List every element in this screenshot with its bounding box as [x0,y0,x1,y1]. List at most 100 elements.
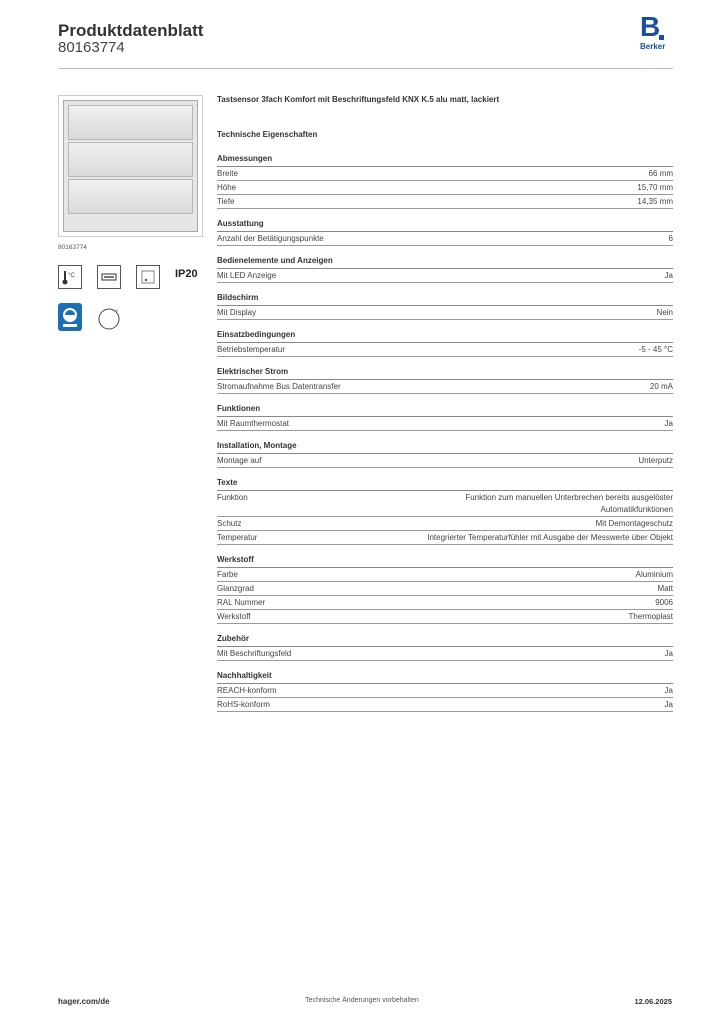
property-label: Anzahl der Betätigungspunkte [217,234,324,243]
section-heading: Abmessungen [217,153,673,167]
section-heading: Texte [217,477,673,491]
section-heading: Ausstattung [217,218,673,232]
article-number: 80163774 [58,39,125,56]
property-label: Höhe [217,183,237,192]
rocker-1 [68,105,193,140]
property-value: Matt [657,584,673,593]
header-divider [58,68,673,69]
section-heading: Installation, Montage [217,440,673,454]
rocker-3 [68,179,193,214]
circle-icon: ° [97,305,123,331]
property-value: Nein [656,308,673,317]
footer-date: 12.06.2025 [634,997,672,1006]
properties-title: Technische Eigenschaften [217,130,318,139]
footer-website: hager.com/de [58,997,110,1006]
property-row: Höhe 15,70 mm [217,181,673,195]
product-content: Tastsensor 3fach Komfort mit Beschriftun… [217,95,673,712]
logo-text: Berker [640,42,666,51]
property-value: 14,35 mm [637,197,673,206]
label-field-icon [136,265,160,289]
property-row: Montage auf Unterputz [217,454,673,468]
property-row: Temperatur Integrierter Temperaturfühler … [217,531,673,545]
section-heading: Funktionen [217,403,673,417]
property-label: Stromaufnahme Bus Datentransfer [217,382,341,391]
property-value: Mit Demontageschutz [595,519,673,528]
product-image-caption: 80163774 [58,244,87,251]
display-icon [97,265,121,289]
section-heading: Werkstoff [217,554,673,568]
section-heading: Bedienelemente und Anzeigen [217,255,673,269]
product-image [58,95,203,237]
property-row: Schutz Mit Demontageschutz [217,517,673,531]
property-label: Betriebstemperatur [217,345,286,354]
property-label: Mit LED Anzeige [217,271,277,280]
property-value: -5 - 45 °C [638,345,673,354]
property-row: Funktion Funktion zum manuellen Unterbrec… [217,491,673,517]
property-label: Funktion [217,493,248,502]
logo-dot [659,35,664,40]
svg-text:°C: °C [68,273,75,279]
property-label: Mit Display [217,308,257,317]
property-label: Glanzgrad [217,584,254,593]
property-label: Temperatur [217,533,258,542]
section-heading: Elektrischer Strom [217,366,673,380]
property-value: Aluminium [635,570,673,579]
footer-disclaimer: Technische Änderungen vorbehalten [305,997,419,1004]
property-row: Betriebstemperatur -5 - 45 °C [217,343,673,357]
property-value: 66 mm [648,169,673,178]
property-value: Ja [664,686,673,695]
temperature-icon: °C [58,265,82,289]
product-title: Tastsensor 3fach Komfort mit Beschriftun… [217,95,500,104]
property-value: Ja [664,700,673,709]
property-value: 15,70 mm [637,183,673,192]
property-label: RAL Nummer [217,598,266,607]
property-value: Ja [664,649,673,658]
property-label: Werkstoff [217,612,251,621]
property-value: 9006 [655,598,673,607]
property-row: Mit Raumthermostat Ja [217,417,673,431]
section-heading: Bildschirm [217,292,673,306]
property-label: REACH-konform [217,686,277,695]
property-row: RoHS-konform Ja [217,698,673,712]
property-row: Mit Display Nein [217,306,673,320]
knx-icon [58,303,82,331]
property-label: Schutz [217,519,242,528]
property-value: 6 [668,234,673,243]
property-value: 20 mA [649,382,673,391]
property-row: RAL Nummer 9006 [217,596,673,610]
logo-letter: B [640,11,661,42]
property-value: Funktion zum manuellen Unterbrechen bere… [465,493,673,514]
page-title: Produktdatenblatt [58,21,204,40]
property-value: Thermoplast [628,612,673,621]
property-row: Anzahl der Betätigungspunkte 6 [217,232,673,246]
property-label: RoHS-konform [217,700,270,709]
svg-text:°: ° [116,310,119,316]
property-label: Montage auf [217,456,262,465]
property-value: Unterputz [638,456,673,465]
property-row: REACH-konform Ja [217,684,673,698]
property-value: Integrierter Temperaturfühler mit Ausgab… [427,533,673,542]
property-row: Glanzgrad Matt [217,582,673,596]
property-value: Ja [664,271,673,280]
switch-plate [63,100,198,232]
property-label: Mit Raumthermostat [217,419,290,428]
property-row: Mit LED Anzeige Ja [217,269,673,283]
rocker-2 [68,142,193,177]
property-value: Ja [664,419,673,428]
